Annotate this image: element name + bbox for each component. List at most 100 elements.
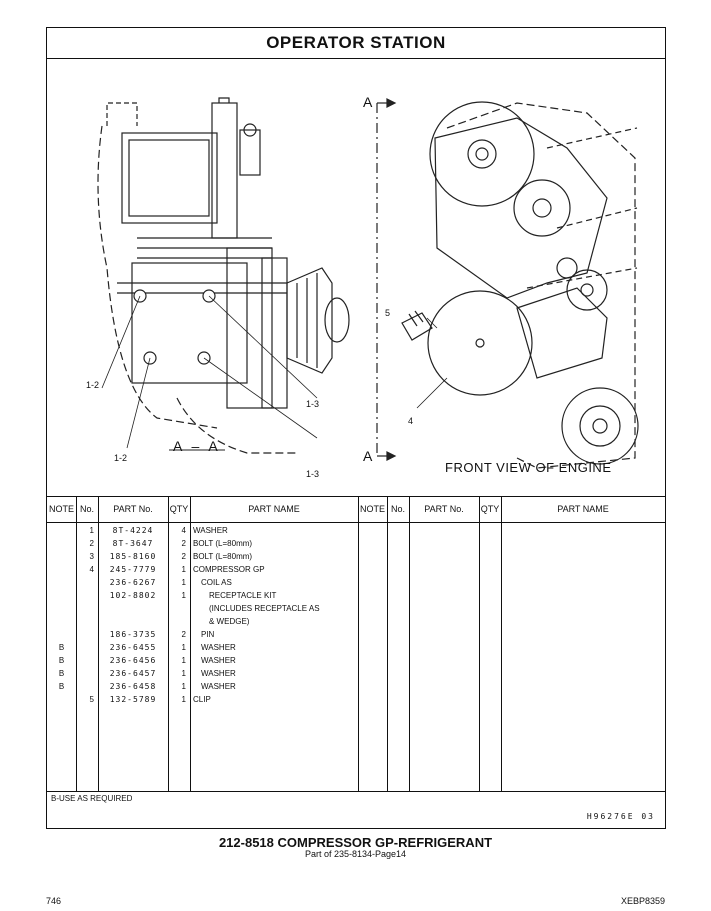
table-row: 3 185-8160 2 BOLT (L=80mm) xyxy=(47,550,358,563)
cell-qty: 4 xyxy=(181,526,186,535)
header-no: No. xyxy=(76,497,98,523)
cell-part: 245-7779 xyxy=(109,565,157,574)
cell-name: COMPRESSOR GP xyxy=(193,565,265,574)
cell-note: B xyxy=(58,669,65,678)
col-divider xyxy=(98,497,99,791)
document-number: XEBP8359 xyxy=(620,896,665,906)
col-divider xyxy=(479,497,480,791)
cell-part: 132-5789 xyxy=(109,695,157,704)
header-qty-2: QTY xyxy=(479,497,501,523)
cell-name: CLIP xyxy=(193,695,211,704)
col-divider xyxy=(387,497,388,791)
callout-1-2-a: 1-2 xyxy=(86,380,100,390)
col-divider xyxy=(409,497,410,791)
cell-name: WASHER xyxy=(201,682,236,691)
cell-note: B xyxy=(58,682,65,691)
cell-qty: 2 xyxy=(181,552,186,561)
cell-part: 236-6267 xyxy=(109,578,157,587)
section-view-graphic xyxy=(97,97,350,454)
cell-qty: 1 xyxy=(181,643,186,652)
cell-no: 3 xyxy=(89,552,94,561)
cell-name: BOLT (L=80mm) xyxy=(193,552,253,561)
illustration-number: H96276E 03 xyxy=(586,812,655,821)
table-row: B 236-6456 1 WASHER xyxy=(47,654,358,667)
table-row: & WEDGE) xyxy=(47,615,358,628)
cell-qty: 1 xyxy=(181,682,186,691)
header-part-name: PART NAME xyxy=(190,497,358,523)
cell-part: 236-6456 xyxy=(109,656,157,665)
header-part-no: PART No. xyxy=(98,497,168,523)
header-note-2: NOTE xyxy=(358,497,387,523)
section-marker-bottom: A xyxy=(363,448,376,464)
cell-name: WASHER xyxy=(193,526,228,535)
callout-4: 4 xyxy=(408,416,414,426)
cell-qty: 1 xyxy=(181,669,186,678)
cell-no: 5 xyxy=(89,695,94,704)
section-line xyxy=(376,98,397,461)
header-rule xyxy=(47,522,665,523)
page-title: OPERATOR STATION xyxy=(47,28,665,59)
table-row: 2 8T-3647 2 BOLT (L=80mm) xyxy=(47,537,358,550)
callout-1-3-b: 1-3 xyxy=(306,469,320,479)
cell-no: 1 xyxy=(89,526,94,535)
table-row: (INCLUDES RECEPTACLE AS xyxy=(47,602,358,615)
cell-part: 8T-4224 xyxy=(112,526,154,535)
cell-note: B xyxy=(58,643,65,652)
cell-qty: 1 xyxy=(181,695,186,704)
col-divider xyxy=(76,497,77,791)
section-label: A – A xyxy=(173,438,221,454)
parts-table: NOTE No. PART No. QTY PART NAME NOTE No.… xyxy=(47,496,665,823)
cell-part: 102-8802 xyxy=(109,591,157,600)
cell-qty: 1 xyxy=(181,578,186,587)
front-view-graphic xyxy=(401,101,639,469)
cell-part: 236-6458 xyxy=(109,682,157,691)
col-divider xyxy=(501,497,502,791)
group-title: 212-8518 COMPRESSOR GP-REFRIGERANT xyxy=(218,835,493,850)
callout-1-2-b: 1-2 xyxy=(114,453,128,463)
footer-rule xyxy=(47,791,665,792)
parts-page-frame: OPERATOR STATION xyxy=(46,27,666,829)
header-part-name-2: PART NAME xyxy=(501,497,665,523)
table-row: B 236-6457 1 WASHER xyxy=(47,667,358,680)
cell-qty: 1 xyxy=(181,565,186,574)
callout-5: 5 xyxy=(385,308,391,318)
cell-part: 236-6455 xyxy=(109,643,157,652)
table-row: B 236-6458 1 WASHER xyxy=(47,680,358,693)
col-divider xyxy=(168,497,169,791)
footnote: B-USE AS REQUIRED xyxy=(51,794,133,803)
cell-name: RECEPTACLE KIT xyxy=(209,591,277,600)
cell-qty: 1 xyxy=(181,591,186,600)
cell-qty: 1 xyxy=(181,656,186,665)
table-row: 5 132-5789 1 CLIP xyxy=(47,693,358,706)
cell-name: WASHER xyxy=(201,656,236,665)
cell-name: & WEDGE) xyxy=(209,617,250,626)
cell-part: 236-6457 xyxy=(109,669,157,678)
cell-name: BOLT (L=80mm) xyxy=(193,539,253,548)
cell-part: 8T-3647 xyxy=(112,539,154,548)
cell-no: 2 xyxy=(89,539,94,548)
header-note: NOTE xyxy=(47,497,76,523)
cell-qty: 2 xyxy=(181,630,186,639)
cell-name: COIL AS xyxy=(201,578,232,587)
callout-1-3-a: 1-3 xyxy=(306,399,320,409)
cell-name: PIN xyxy=(201,630,215,639)
section-marker-top: A xyxy=(363,94,376,110)
table-row: 102-8802 1 RECEPTACLE KIT xyxy=(47,589,358,602)
page-number: 746 xyxy=(46,896,62,906)
cell-name: WASHER xyxy=(201,669,236,678)
col-divider xyxy=(190,497,191,791)
col-divider xyxy=(358,497,359,791)
cell-note: B xyxy=(58,656,65,665)
cell-part: 185-8160 xyxy=(109,552,157,561)
cell-name: (INCLUDES RECEPTACLE AS xyxy=(209,604,320,613)
header-no-2: No. xyxy=(387,497,409,523)
group-reference: Part of 235-8134-Page14 xyxy=(304,849,407,859)
parts-illustration: A A A – A FRONT VIEW OF ENGINE 1-2 1-2 1… xyxy=(47,58,665,526)
table-row: 1 8T-4224 4 WASHER xyxy=(47,524,358,537)
header-part-no-2: PART No. xyxy=(409,497,479,523)
header-qty: QTY xyxy=(168,497,190,523)
cell-qty: 2 xyxy=(181,539,186,548)
